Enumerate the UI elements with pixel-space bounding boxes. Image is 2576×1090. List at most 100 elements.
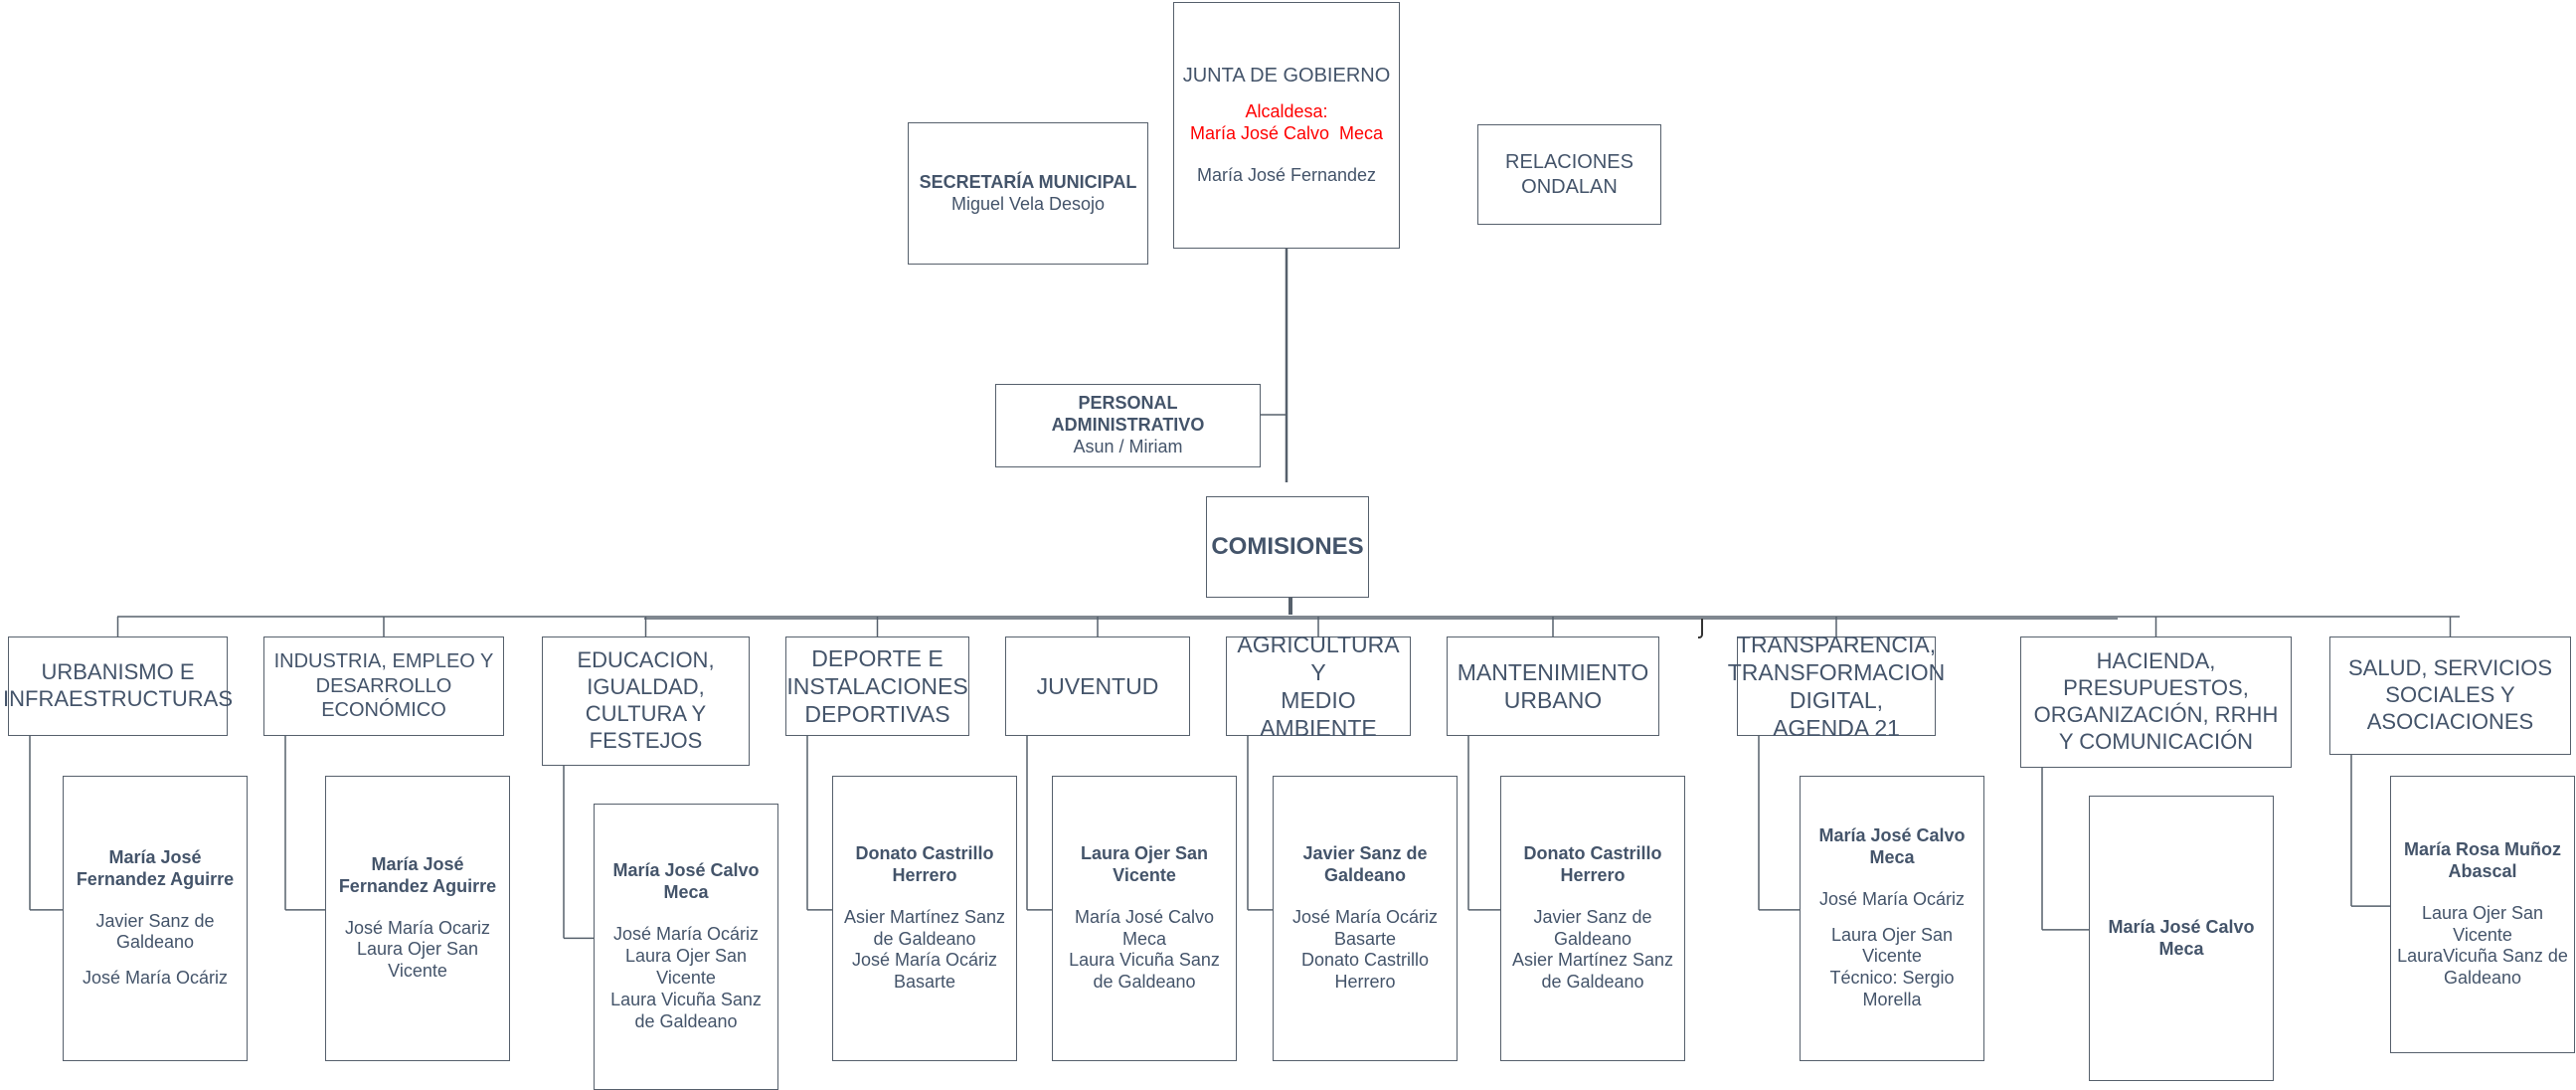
area-member-line: Laura Ojer San bbox=[356, 939, 479, 960]
personal-administrativo-box: PERSONAL ADMINISTRATIVO Asun / Miriam bbox=[995, 384, 1261, 467]
area-lead-line: Abascal bbox=[2448, 860, 2517, 881]
area-heading-line: INSTALACIONES bbox=[786, 672, 968, 699]
mayor-role: Alcaldesa: bbox=[1245, 101, 1328, 122]
area-lead-line: Herrero bbox=[892, 864, 957, 885]
area-member-line: José María Ocariz bbox=[344, 917, 491, 938]
personal-title: PERSONAL ADMINISTRATIVO bbox=[1051, 393, 1205, 436]
area-member-line: Galdeano bbox=[1553, 928, 1632, 949]
area-member-line: José María Ocáriz bbox=[1291, 906, 1439, 927]
area-member-line: Donato Castrillo bbox=[1300, 950, 1430, 971]
area-heading-box: HACIENDA,PRESUPUESTOS,ORGANIZACIÓN, RRHH… bbox=[2020, 636, 2292, 768]
area-member-line: Vicente bbox=[2453, 924, 2512, 945]
area-heading-line: INFRAESTRUCTURAS bbox=[3, 686, 234, 711]
area-member-line: Basarte bbox=[893, 972, 956, 993]
area-member-line: José María Ocáriz bbox=[1818, 888, 1966, 909]
area-heading-line: ECONÓMICO bbox=[321, 699, 446, 722]
area-lead-line: María José bbox=[108, 846, 202, 867]
junta-member: María José Fernandez bbox=[1196, 165, 1377, 186]
area-heading-line: JUVENTUD bbox=[1036, 672, 1159, 699]
area-lead-line: María Rosa Muñoz bbox=[2403, 838, 2562, 859]
mayor-name: María José Calvo Meca bbox=[1189, 123, 1384, 144]
area-lead-line: Javier Sanz de bbox=[1302, 842, 1428, 863]
area-heading-line: SOCIALES Y bbox=[2385, 682, 2515, 708]
area-heading-line: AGRICULTURA Y bbox=[1237, 631, 1400, 685]
area-lead-line: Meca bbox=[663, 882, 709, 903]
area-lead-line: Meca bbox=[2158, 938, 2204, 959]
junta-de-gobierno-box: JUNTA DE GOBIERNO Alcaldesa: María José … bbox=[1173, 2, 1400, 249]
area-member-line: Laura Ojer San bbox=[2421, 902, 2544, 923]
comisiones-box: COMISIONES bbox=[1206, 496, 1369, 598]
area-member-line: Laura Ojer San bbox=[624, 946, 748, 967]
area-lead-line: Fernandez Aguirre bbox=[338, 875, 497, 896]
relaciones-line-2: ONDALAN bbox=[1521, 175, 1618, 198]
area-member-line: Asier Martínez Sanz bbox=[843, 906, 1006, 927]
secretaria-municipal-box: SECRETARÍA MUNICIPAL Miguel Vela Desojo bbox=[908, 122, 1148, 265]
area-member-line: de Galdeano bbox=[1541, 972, 1644, 993]
area-heading-line: SALUD, SERVICIOS bbox=[2348, 655, 2552, 681]
area-heading-line: DESARROLLO bbox=[315, 674, 452, 697]
area-member-line: de Galdeano bbox=[873, 928, 976, 949]
area-member-line: Morella bbox=[1862, 990, 1922, 1010]
area-lead-line: Fernandez Aguirre bbox=[76, 868, 235, 889]
area-heading-line: TRANSFORMACION bbox=[1727, 658, 1946, 685]
area-heading-line: MANTENIMIENTO bbox=[1457, 658, 1649, 685]
area-heading-line: TRANSPARENCIA, bbox=[1736, 631, 1937, 657]
area-heading-line: AMBIENTE bbox=[1260, 715, 1377, 742]
stray-mark bbox=[1698, 619, 1703, 638]
area-member-line: Vicente bbox=[656, 967, 716, 988]
area-member-line: María José Calvo bbox=[1074, 906, 1215, 927]
area-member-line: Vicente bbox=[388, 961, 447, 982]
area-lead-line: María José Calvo bbox=[2108, 916, 2255, 937]
area-heading-line: IGUALDAD, bbox=[587, 674, 705, 700]
area-heading-line: DEPORTIVAS bbox=[804, 701, 950, 728]
area-lead-line: Meca bbox=[1869, 846, 1915, 867]
area-lead-line: María José Calvo bbox=[612, 860, 760, 881]
relaciones-ondalan-box: RELACIONES ONDALAN bbox=[1477, 124, 1661, 225]
relaciones-line-1: RELACIONES bbox=[1505, 151, 1633, 174]
area-lead-line: María José Calvo bbox=[1818, 824, 1966, 845]
area-member-line: Javier Sanz de bbox=[1533, 906, 1652, 927]
area-member-line: LauraVicuña Sanz de bbox=[2397, 946, 2568, 967]
secretaria-name: Miguel Vela Desojo bbox=[950, 193, 1106, 214]
area-member-line: Meca bbox=[1121, 928, 1166, 949]
area-heading-line: URBANISMO E bbox=[41, 659, 195, 685]
area-heading-line: PRESUPUESTOS, bbox=[2063, 675, 2249, 701]
area-heading-line: MEDIO bbox=[1281, 687, 1356, 713]
area-heading-line: DEPORTE E bbox=[811, 644, 944, 671]
area-member-line: de Galdeano bbox=[1093, 972, 1196, 993]
area-member-line: Galdeano bbox=[115, 932, 195, 953]
area-heading-line: DIGITAL, AGENDA 21 bbox=[1773, 687, 1900, 742]
area-lead-line: Donato Castrillo bbox=[1523, 842, 1662, 863]
area-member-line: José María Ocáriz bbox=[851, 950, 998, 971]
area-heading-line: Y COMUNICACIÓN bbox=[2058, 728, 2254, 754]
personal-names: Asun / Miriam bbox=[1073, 436, 1183, 456]
area-member-line: Javier Sanz de bbox=[95, 910, 215, 931]
area-heading-box: JUVENTUD bbox=[1005, 636, 1190, 736]
area-member-line: de Galdeano bbox=[634, 1010, 738, 1031]
area-lead-line: María José bbox=[371, 853, 464, 874]
junta-title: JUNTA DE GOBIERNO bbox=[1182, 64, 1391, 87]
comisiones-title: COMISIONES bbox=[1211, 533, 1364, 561]
area-member-line: Galdeano bbox=[2443, 968, 2522, 989]
area-heading-line: EDUCACION, bbox=[577, 647, 715, 673]
area-heading-line: INDUSTRIA, EMPLEO Y bbox=[273, 650, 494, 673]
area-heading-line: URBANO bbox=[1503, 687, 1603, 713]
area-heading-line: FESTEJOS bbox=[589, 727, 703, 753]
area-lead-line: Herrero bbox=[1560, 864, 1626, 885]
